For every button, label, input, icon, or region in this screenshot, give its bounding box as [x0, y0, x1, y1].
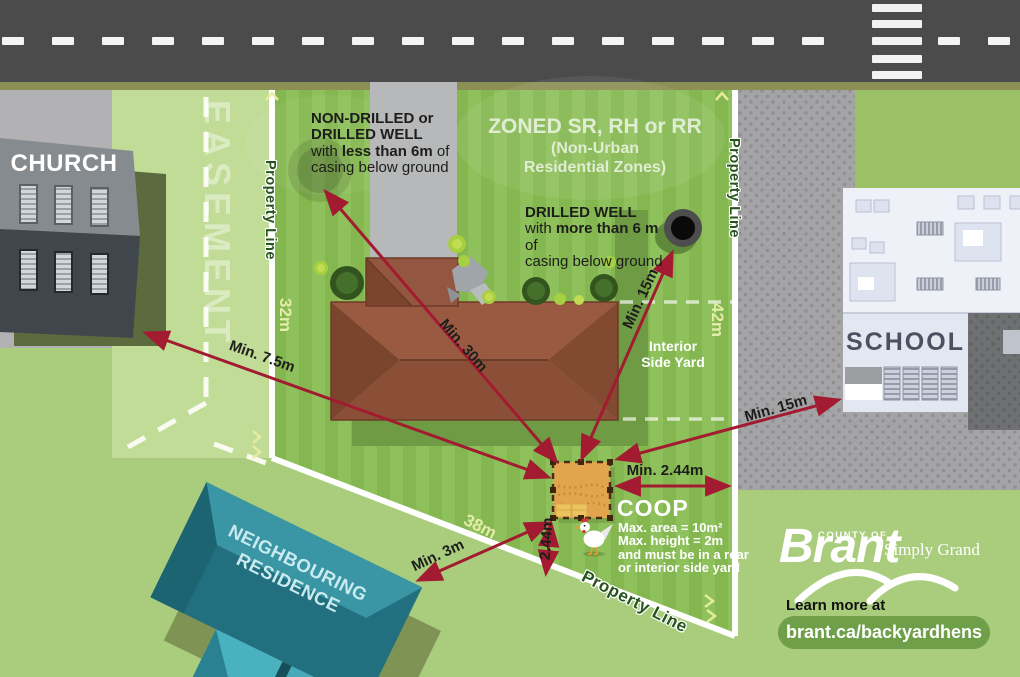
coop-note: Max. area = 10m² Max. height = 2m and mu… [618, 521, 749, 574]
measurement-2-44m-side: 2.44m [536, 517, 557, 561]
residence-wings [161, 629, 355, 677]
non-drilled-well-note: NON-DRILLED or DRILLED WELL with less th… [311, 110, 471, 177]
school-building [843, 188, 1020, 430]
zoned-label: ZONED SR, RH or RR (Non-Urban Residentia… [465, 115, 725, 178]
road [0, 0, 1020, 91]
text-segment: more than 6 m [555, 220, 659, 238]
non-drilled-well-icon [288, 138, 352, 202]
coop-note-line: Max. area = 10m² [618, 520, 723, 535]
note-line: DRILLED WELL [311, 126, 423, 144]
zoned-subtitle: Residential Zones) [523, 158, 667, 176]
note-line: casing below ground [311, 159, 449, 177]
arrow-min-3m [415, 521, 552, 582]
note-line: with less than 6m of [311, 142, 450, 160]
brant-logo-county-of: COUNTY OF [818, 530, 888, 541]
arrow-min-30m [323, 188, 559, 465]
zoned-title: ZONED SR, RH or RR [488, 115, 702, 138]
church-windows [19, 184, 109, 295]
coop-note-line: Max. height = 2m [618, 533, 724, 549]
arrow-2-44m-side [537, 519, 560, 578]
brant-swoosh [794, 568, 959, 605]
chicken-icon [574, 517, 613, 557]
coop-note-line: and must be in a rear [618, 546, 749, 562]
school-roof-details [849, 195, 1020, 302]
church-label: CHURCH [10, 150, 118, 177]
coop-title: COOP [617, 495, 689, 521]
coop [550, 459, 615, 523]
zoned-subtitle: (Non-Urban [551, 139, 639, 157]
url-pill[interactable]: brant.ca/backyardhens [778, 616, 990, 649]
arrow-min-15m-well [580, 249, 674, 462]
note-line: DRILLED WELL [525, 204, 637, 221]
measurement-min-2-44m: Min. 2.44m [626, 462, 704, 479]
brant-logo-wordmark: Brant [779, 520, 900, 573]
property-line-right-label: Property Line [726, 138, 743, 238]
church-building [0, 138, 166, 346]
curb-strip [0, 82, 1020, 91]
arrow-min-15m-school [614, 395, 842, 464]
road-center-line [2, 37, 1010, 45]
school-windows [845, 366, 958, 401]
interior-side-yard-label: Interior Side Yard [641, 338, 705, 371]
note-line: NON-DRILLED or [311, 110, 434, 127]
text-segment: less than 6m [341, 142, 433, 160]
school-label: SCHOOL [846, 328, 965, 356]
note-line: with more than 6 m of [525, 220, 659, 254]
property-line-left-label: Property Line [262, 160, 279, 260]
coop-note-line: or interior side yard [618, 559, 741, 575]
crosswalk [872, 4, 922, 79]
note-line: casing below ground [525, 253, 663, 271]
dim-32m: 32m [275, 298, 295, 333]
measurement-arrows [142, 188, 842, 582]
garage-wing [365, 257, 459, 307]
residence-building [150, 482, 441, 677]
brant-logo-tagline: Simply Grand [884, 540, 980, 559]
drilled-well-icon [655, 209, 702, 254]
school-lawn [855, 90, 1020, 188]
dim-42m: 42m [707, 303, 727, 338]
hay-bales [555, 503, 588, 518]
easement-label: EASEMENT [196, 100, 238, 349]
learn-more-label: Learn more at [786, 597, 886, 614]
drilled-well-note: DRILLED WELL with more than 6 m of casin… [525, 204, 675, 271]
